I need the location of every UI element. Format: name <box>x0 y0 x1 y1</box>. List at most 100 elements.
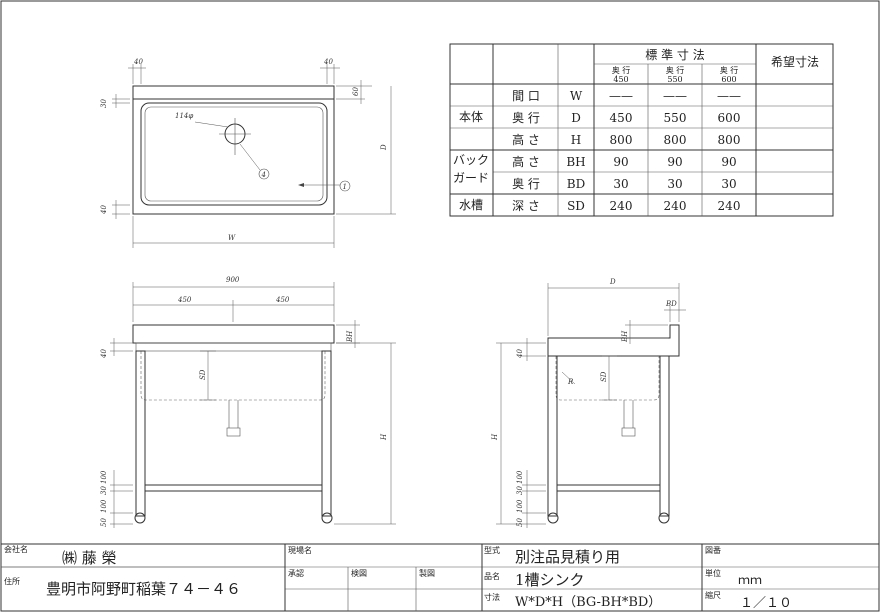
front-bowl <box>140 351 326 401</box>
svg-text:4: 4 <box>261 171 266 179</box>
size-value: W*D*H（BG-BH*BD） <box>515 595 661 610</box>
spec-row-code: H <box>571 133 581 147</box>
top-bowl <box>140 102 328 206</box>
front-top-rim <box>132 324 335 344</box>
balloon-4 <box>258 168 270 180</box>
dim-bar-d: 100 <box>100 499 108 513</box>
address-value: 豊明市阿野町稲葉７４－４６ <box>46 580 241 598</box>
size-label: 寸法 <box>484 592 500 602</box>
spec-row-value: 90 <box>667 155 682 169</box>
side-crossbar <box>556 484 661 492</box>
spec-row-value: 90 <box>721 155 736 169</box>
spec-row-value: —— <box>717 89 741 103</box>
dim-side-rim: 40 <box>516 349 524 359</box>
spec-colhead-top: 奥 行 <box>666 65 685 75</box>
dim-bowl-depth: SD <box>199 369 207 380</box>
scale-label: 縮尺 <box>705 590 721 600</box>
draft-label: 製図 <box>419 568 435 578</box>
dim-bd: BD <box>665 300 677 308</box>
front-foot-right <box>321 512 333 524</box>
dim-back-right: 60 <box>352 87 360 96</box>
drain-dim-label: 114φ <box>175 112 193 120</box>
spec-row-value: 450 <box>610 111 633 125</box>
spec-row-value: 800 <box>610 133 633 147</box>
dim-height: H <box>380 433 388 441</box>
dim-half-left: 450 <box>177 296 192 304</box>
spec-colhead-top: 奥 行 <box>720 65 739 75</box>
spec-row-item: 奥 行 <box>512 177 540 191</box>
svg-text:1: 1 <box>343 183 347 191</box>
front-view: 900 450 450 BH H 40 SD 100 30 100 50 <box>100 276 396 528</box>
scale-value: １／１０ <box>740 596 792 611</box>
dim-side-bar-b: 30 <box>516 486 524 495</box>
spec-row-value: 30 <box>613 177 628 191</box>
front-crossbar <box>144 484 323 492</box>
dim-side-bar-d: 100 <box>516 499 524 513</box>
company-label: 会社名 <box>4 544 28 554</box>
spec-row-item: 高 さ <box>512 154 540 169</box>
side-view: D BD BH 40 R SD H 100 30 100 5 <box>491 278 686 528</box>
approve-label: 承認 <box>288 568 304 578</box>
front-leg-right <box>321 350 332 517</box>
dim-back-top: 30 <box>100 99 108 108</box>
side-foot-front <box>547 512 559 524</box>
dim-right-margin: 40 <box>323 58 333 66</box>
spec-row-item: 奥 行 <box>512 111 540 125</box>
front-drain <box>226 427 241 437</box>
spec-row-item: 高 さ <box>512 132 540 147</box>
side-drain <box>621 427 636 437</box>
spec-row-value: 30 <box>721 177 736 191</box>
side-bowl <box>555 356 660 401</box>
spec-group-label: ガード <box>453 171 489 185</box>
spec-row-code: BD <box>567 177 585 191</box>
front-leg-left <box>135 350 146 517</box>
dim-side-bar-c: 50 <box>516 518 524 527</box>
dim-side-bh: BH <box>621 330 629 343</box>
name-label: 品名 <box>484 571 500 581</box>
spec-row-code: SD <box>567 199 585 213</box>
spec-row-value: —— <box>609 89 633 103</box>
dim-depth: D <box>380 144 388 151</box>
side-leg-front <box>547 355 558 517</box>
spec-row-value: 550 <box>664 111 687 125</box>
spec-row-value: 240 <box>718 199 741 213</box>
spec-header-standard: 標 準 寸 法 <box>645 47 704 62</box>
unit-value: ｍｍ <box>738 573 762 587</box>
top-view: 114φ 4 1 40 40 30 40 60 D <box>100 58 396 248</box>
spec-row-value: 30 <box>667 177 682 191</box>
spec-row-value: 800 <box>664 133 687 147</box>
dim-total-width: 900 <box>226 276 240 284</box>
spec-colhead-bottom: 550 <box>667 75 682 84</box>
title-block: 会社名 ㈱ 藤 榮 住所 豊明市阿野町稲葉７４－４６ 現場名 承認 検図 製図 … <box>1 543 879 611</box>
side-top-backguard <box>547 324 680 357</box>
spec-row-value: 600 <box>718 111 741 125</box>
spec-row-code: W <box>570 89 583 103</box>
dim-bh: BH <box>346 330 354 343</box>
spec-group-label: 水槽 <box>459 198 483 212</box>
spec-header-custom: 希望寸法 <box>771 54 819 69</box>
dim-side-bar-a: 100 <box>516 470 524 484</box>
spec-row-code: BH <box>566 155 585 169</box>
dim-bar-a: 100 <box>100 470 108 484</box>
dim-bar-c: 50 <box>100 518 108 527</box>
dim-width: W <box>228 234 236 242</box>
type-value: 別注品見積り用 <box>515 548 620 566</box>
company-value: ㈱ 藤 榮 <box>62 549 117 567</box>
side-foot-back <box>658 512 670 524</box>
dim-side-bowl-depth: SD <box>600 371 608 382</box>
type-label: 型式 <box>484 545 500 555</box>
spec-colhead-bottom: 600 <box>721 75 736 84</box>
balloon-1 <box>339 180 351 192</box>
spec-row-value: 800 <box>718 133 741 147</box>
dim-side-depth: D <box>609 278 616 286</box>
dim-left-margin: 40 <box>133 58 143 66</box>
spec-group-label: バック <box>453 153 489 167</box>
dim-front-margin: 40 <box>100 205 108 215</box>
spec-row-value: 240 <box>664 199 687 213</box>
dim-rim: 40 <box>100 349 108 359</box>
site-label: 現場名 <box>288 545 312 555</box>
